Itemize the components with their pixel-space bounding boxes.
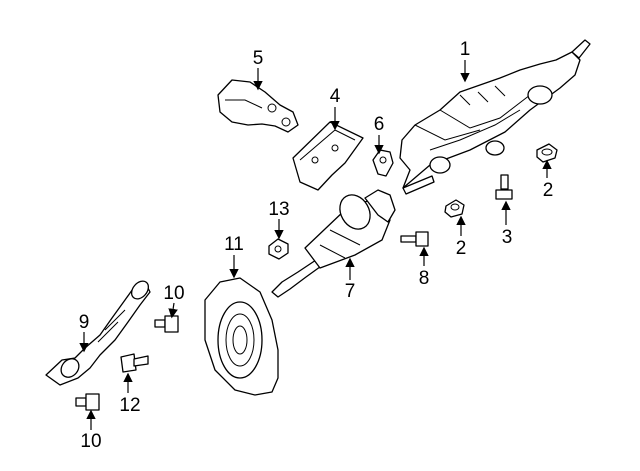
callout-12: 12 xyxy=(119,395,140,416)
callout-13: 13 xyxy=(268,199,289,220)
bolt-part-10-lower xyxy=(75,393,100,411)
callout-2-middle: 2 xyxy=(456,238,467,259)
callout-8: 8 xyxy=(419,268,430,289)
callout-5: 5 xyxy=(253,48,264,69)
intermediate-shaft-part-9 xyxy=(45,280,151,386)
bolt-part-10-upper xyxy=(154,315,179,333)
nut-part-2-right xyxy=(536,143,558,163)
bolt-part-3 xyxy=(495,174,513,200)
steering-column-assembly xyxy=(399,39,591,195)
nut-part-13 xyxy=(268,238,289,260)
bolt-part-12 xyxy=(120,353,149,373)
callout-1: 1 xyxy=(460,39,471,60)
callout-10-upper: 10 xyxy=(163,283,184,304)
callout-11: 11 xyxy=(224,234,244,255)
leader-lines xyxy=(79,60,552,430)
bracket-part-4 xyxy=(292,121,364,191)
bolt-part-8 xyxy=(400,231,429,247)
callout-6: 6 xyxy=(374,114,385,135)
clip-part-6 xyxy=(372,149,394,177)
nut-part-2-middle xyxy=(444,199,465,218)
switch-part-5 xyxy=(217,79,299,133)
callout-10-lower: 10 xyxy=(80,431,101,452)
callout-4: 4 xyxy=(330,86,341,107)
boot-cover-part-11 xyxy=(204,277,279,396)
callout-3: 3 xyxy=(502,227,513,248)
motor-shaft-part-7 xyxy=(271,189,396,298)
callout-7: 7 xyxy=(345,281,356,302)
callout-9: 9 xyxy=(79,312,90,333)
callout-2-right: 2 xyxy=(543,180,554,201)
